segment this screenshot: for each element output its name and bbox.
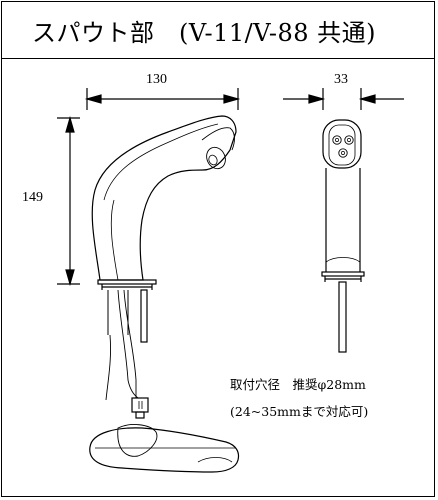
mounting-range-note: (24~35mmまで対応可) (230, 404, 369, 419)
dimension-label-33: 33 (334, 72, 348, 87)
faucet-front-view (91, 115, 237, 419)
title-band: スパウト部 (V-11/V-88 共通) (2, 2, 434, 59)
drawing-title: スパウト部 (V-11/V-88 共通) (32, 19, 376, 47)
dimension-label-130: 130 (146, 72, 167, 87)
dimension-width-front (84, 88, 241, 110)
dimension-label-149: 149 (22, 190, 43, 205)
dimension-width-side (283, 88, 404, 110)
faucet-side-view (321, 119, 365, 353)
dimension-height (57, 115, 80, 287)
faucet-top-view (89, 424, 240, 473)
mounting-hole-note: 取付穴径 推奨φ28mm (230, 377, 366, 392)
